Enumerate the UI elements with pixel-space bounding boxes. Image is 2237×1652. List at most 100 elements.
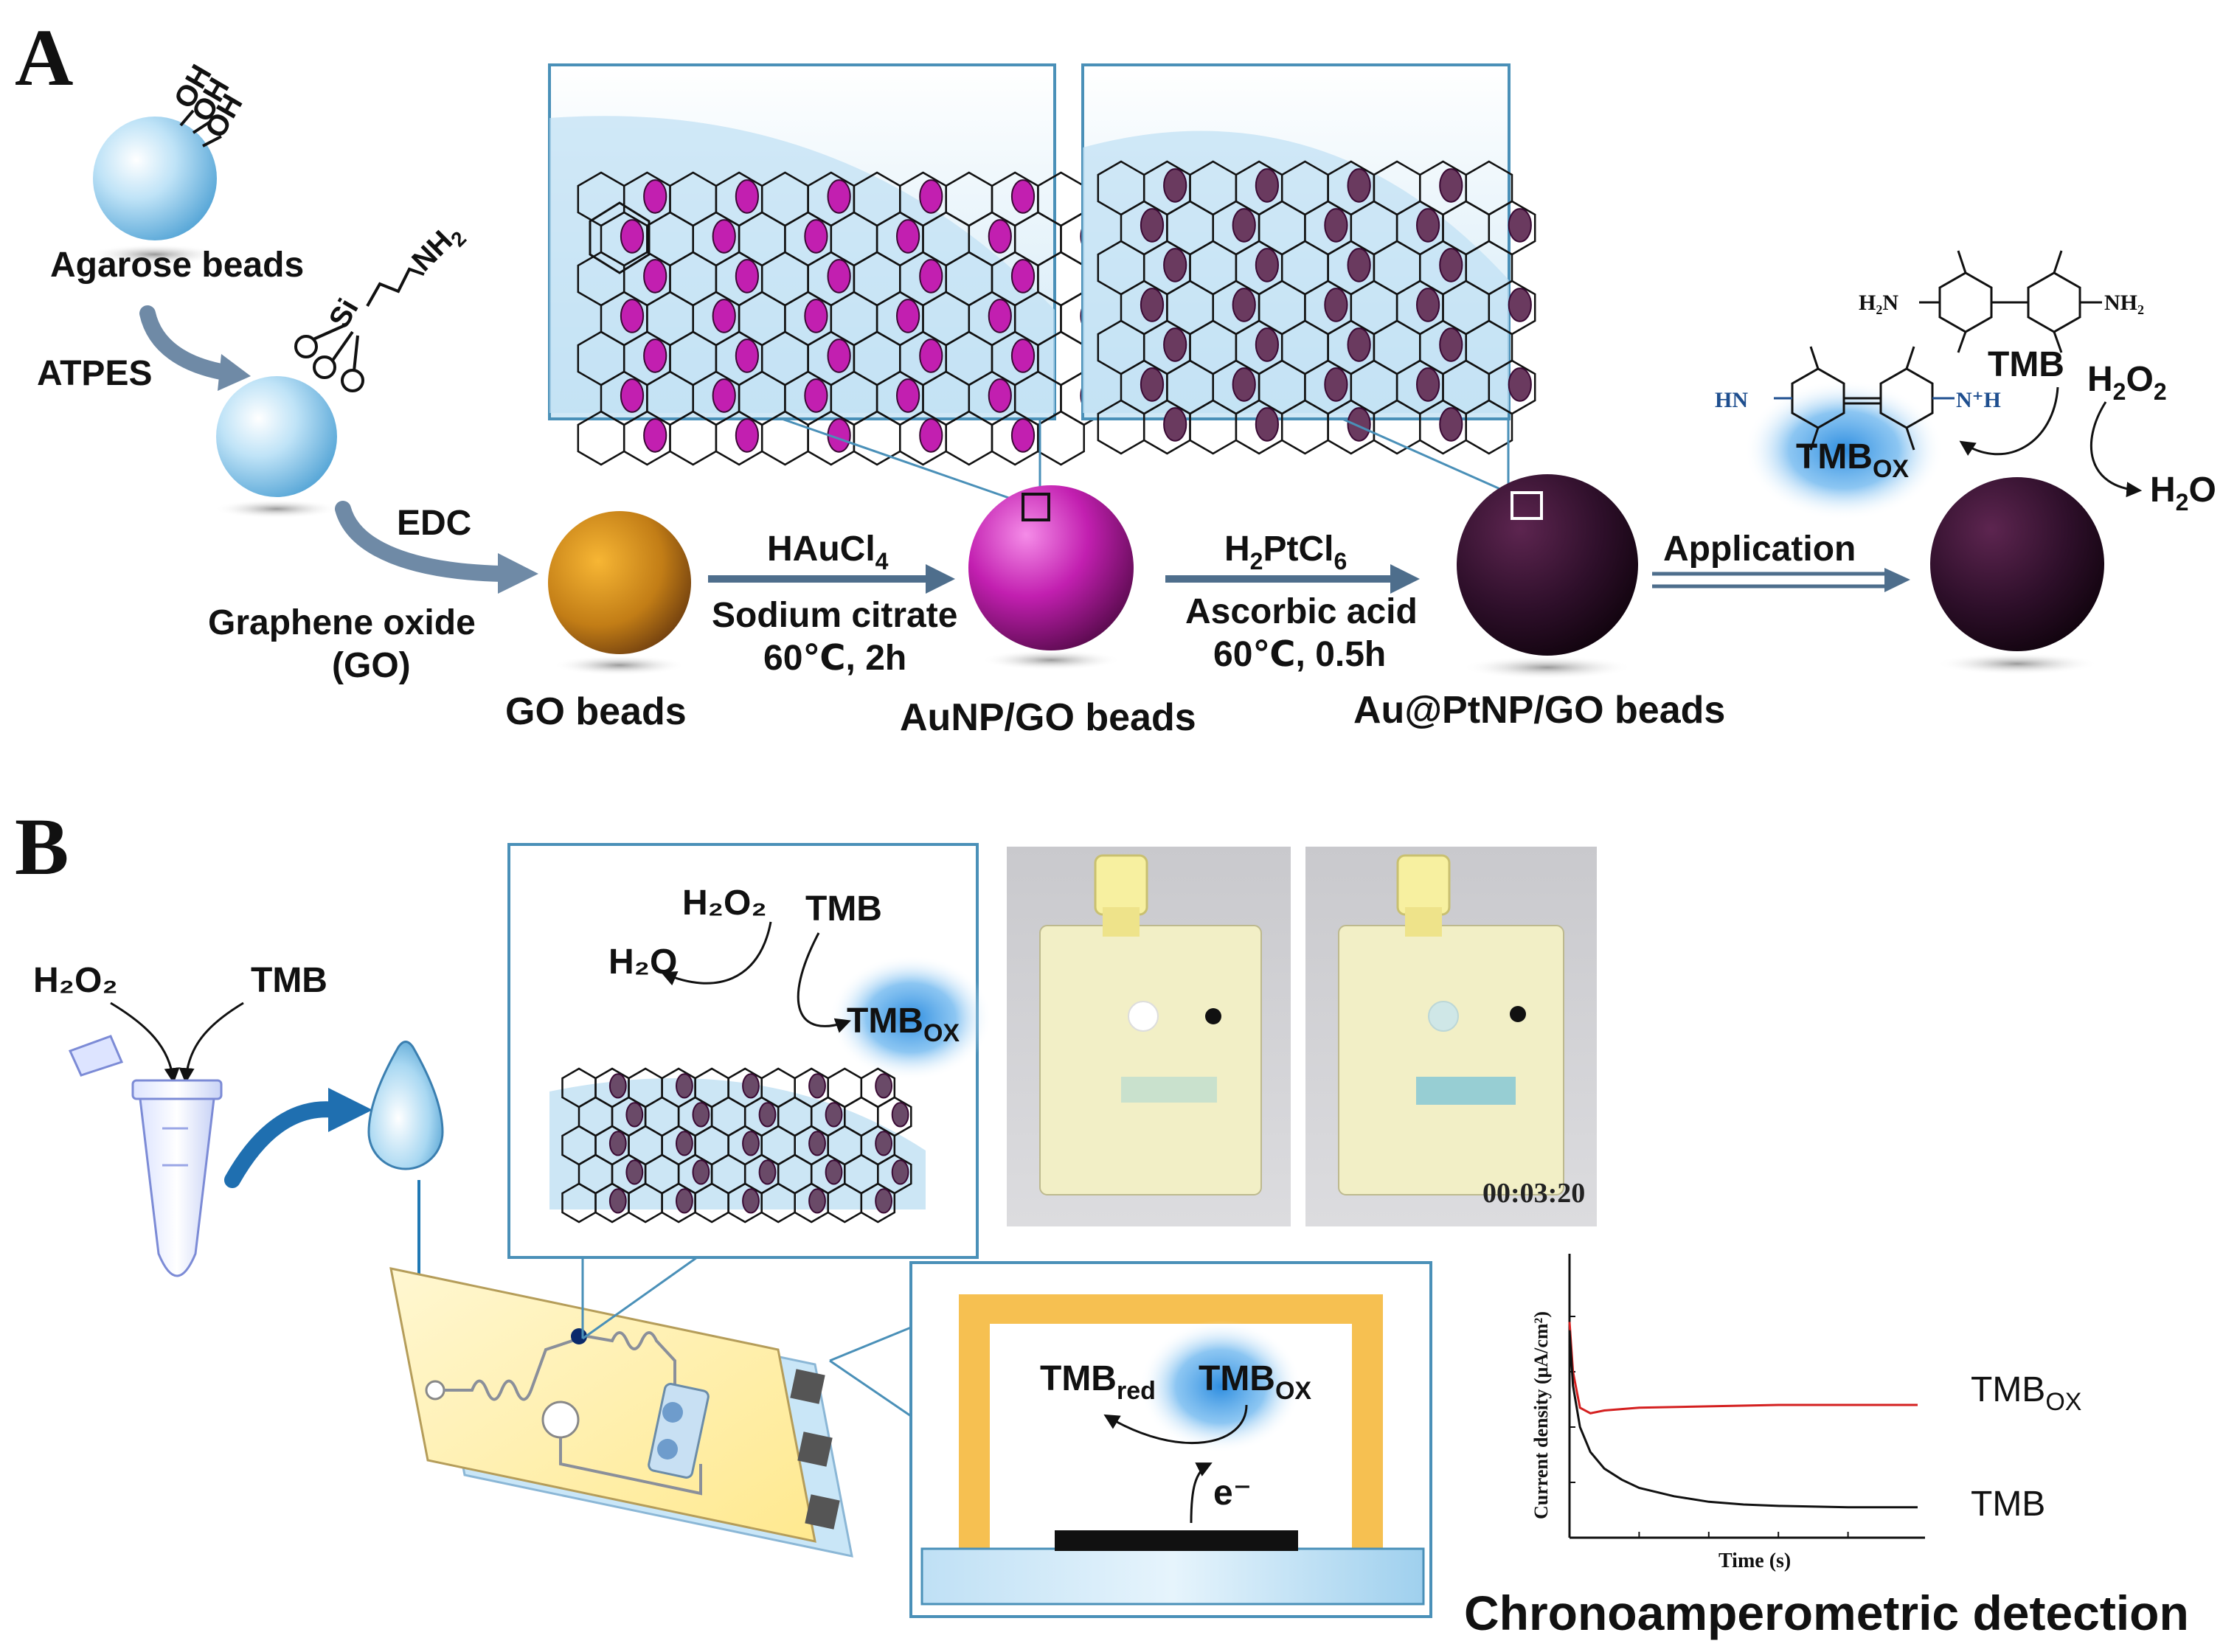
nanoparticle <box>676 1073 693 1099</box>
inset-tmb-label: TMB <box>805 889 882 929</box>
nanoparticle <box>896 219 920 254</box>
nanoparticle <box>825 1102 843 1128</box>
chronoamperometry-chart: Time (s) Current density (μA/cm²) TMBOX … <box>1530 1254 2081 1572</box>
nanoparticle <box>742 1188 760 1214</box>
nanoparticle <box>643 339 667 373</box>
nanoparticle <box>1255 168 1280 203</box>
nanoparticle <box>919 179 943 214</box>
nanoparticle <box>1255 327 1280 362</box>
aupt-graphene-lattice <box>1097 160 1536 455</box>
tmb-label-b: TMB <box>251 961 327 1000</box>
nanoparticle <box>1010 418 1036 453</box>
nanoparticle <box>1416 367 1440 402</box>
nanoparticle <box>758 1159 777 1185</box>
nanoparticle <box>988 299 1012 333</box>
nanoparticle <box>919 259 943 294</box>
nanoparticle <box>1140 288 1165 322</box>
graphene-oxide-label: Graphene oxide <box>208 603 476 642</box>
nanoparticle <box>827 179 851 214</box>
nanoparticle <box>692 1159 710 1185</box>
nanoparticle <box>1163 168 1187 203</box>
nanoparticle <box>735 339 760 373</box>
h2o2-label-b: H₂O₂ <box>33 961 118 1000</box>
nanoparticle <box>1140 367 1165 402</box>
nanoparticle <box>608 1188 627 1214</box>
nanoparticle <box>620 219 645 254</box>
cell-tmbred-label: TMBred <box>1040 1359 1156 1405</box>
microcentrifuge-tube <box>68 1035 223 1277</box>
go-abbrev-label: (GO) <box>332 646 411 685</box>
nanoparticle <box>1416 208 1440 243</box>
nanoparticle <box>712 299 736 333</box>
microfluidic-chip <box>389 1267 853 1558</box>
inset-h2o2-label: H₂O₂ <box>682 884 767 923</box>
nanoparticle <box>1439 407 1463 442</box>
h2o-label-a: H2O <box>2150 471 2216 516</box>
edc-arrow <box>335 501 510 582</box>
inset-tmbox-label: TMBOX <box>847 1002 960 1047</box>
step2-condition-1: Ascorbic acid <box>1185 592 1418 631</box>
electron-label: e⁻ <box>1213 1474 1252 1513</box>
nanoparticle <box>1163 248 1187 282</box>
tmb-structure: H₂N NH₂ <box>1859 250 2144 353</box>
electrochemical-cell <box>909 1261 1432 1618</box>
aupt-bead <box>1457 474 1638 679</box>
nanoparticle <box>1232 208 1256 243</box>
nanoparticle <box>1347 327 1371 362</box>
nanoparticle <box>1416 288 1440 322</box>
nanoparticle <box>1347 407 1371 442</box>
nanoparticle <box>1508 367 1532 402</box>
chart-ylabel: Current density (μA/cm²) <box>1530 1311 1552 1519</box>
nanoparticle <box>735 179 760 214</box>
nanoparticle <box>1255 407 1280 442</box>
aunp-bead <box>968 485 1134 670</box>
nanoparticle <box>1010 259 1036 294</box>
tmbox-structure: HN N⁺H <box>1715 346 2001 451</box>
nanoparticle <box>1439 168 1463 203</box>
cycle-arrow-to-h2o <box>2090 401 2143 498</box>
nanoparticle <box>625 1102 644 1128</box>
step1-condition-2: 60℃, 2h <box>763 639 906 678</box>
nanoparticle <box>1439 327 1463 362</box>
transfer-arrow <box>224 1101 344 1188</box>
go-bead <box>548 511 691 676</box>
nanoparticle <box>919 339 943 373</box>
sample-droplet <box>367 1041 444 1170</box>
nanoparticle <box>643 259 667 294</box>
nanoparticle <box>875 1188 892 1214</box>
nanoparticle <box>988 219 1012 254</box>
panel-b-label: B <box>15 802 69 892</box>
nanoparticle <box>1508 288 1532 322</box>
nanoparticle <box>1232 288 1256 322</box>
nanoparticle <box>1508 208 1532 243</box>
nanoparticle <box>758 1102 777 1128</box>
nanoparticle <box>808 1073 826 1099</box>
nanoparticle <box>891 1102 909 1128</box>
svg-text:NH₂: NH₂ <box>2104 291 2144 315</box>
svg-text:HN: HN <box>1715 388 1748 412</box>
nanoparticle <box>676 1188 693 1214</box>
h2o2-label-a: H2O2 <box>2087 360 2167 405</box>
nanoparticle <box>712 378 736 413</box>
step1-condition-1: Sodium citrate <box>712 596 957 635</box>
panel-a-label: A <box>15 13 73 103</box>
nanoparticle <box>919 418 943 453</box>
nanoparticle <box>620 378 645 413</box>
nanoparticle <box>742 1131 760 1156</box>
nanoparticle <box>827 259 851 294</box>
nanoparticle <box>1324 367 1348 402</box>
cell-tmbox-label: TMBOX <box>1199 1359 1311 1405</box>
step1-reagent: HAuCl4 <box>767 530 889 575</box>
nanoparticle <box>1255 248 1280 282</box>
nanoparticle <box>875 1073 892 1099</box>
nanoparticle <box>804 219 828 254</box>
nanoparticle <box>875 1131 892 1156</box>
svg-text:Si: Si <box>323 294 365 334</box>
tmb-label: TMB <box>1988 345 2064 384</box>
tmbox-label: TMBOX <box>1796 437 1909 483</box>
atpes-label: ATPES <box>37 354 152 393</box>
nanoparticle <box>1439 248 1463 282</box>
nanoparticle <box>643 179 667 214</box>
nanoparticle <box>1347 248 1371 282</box>
